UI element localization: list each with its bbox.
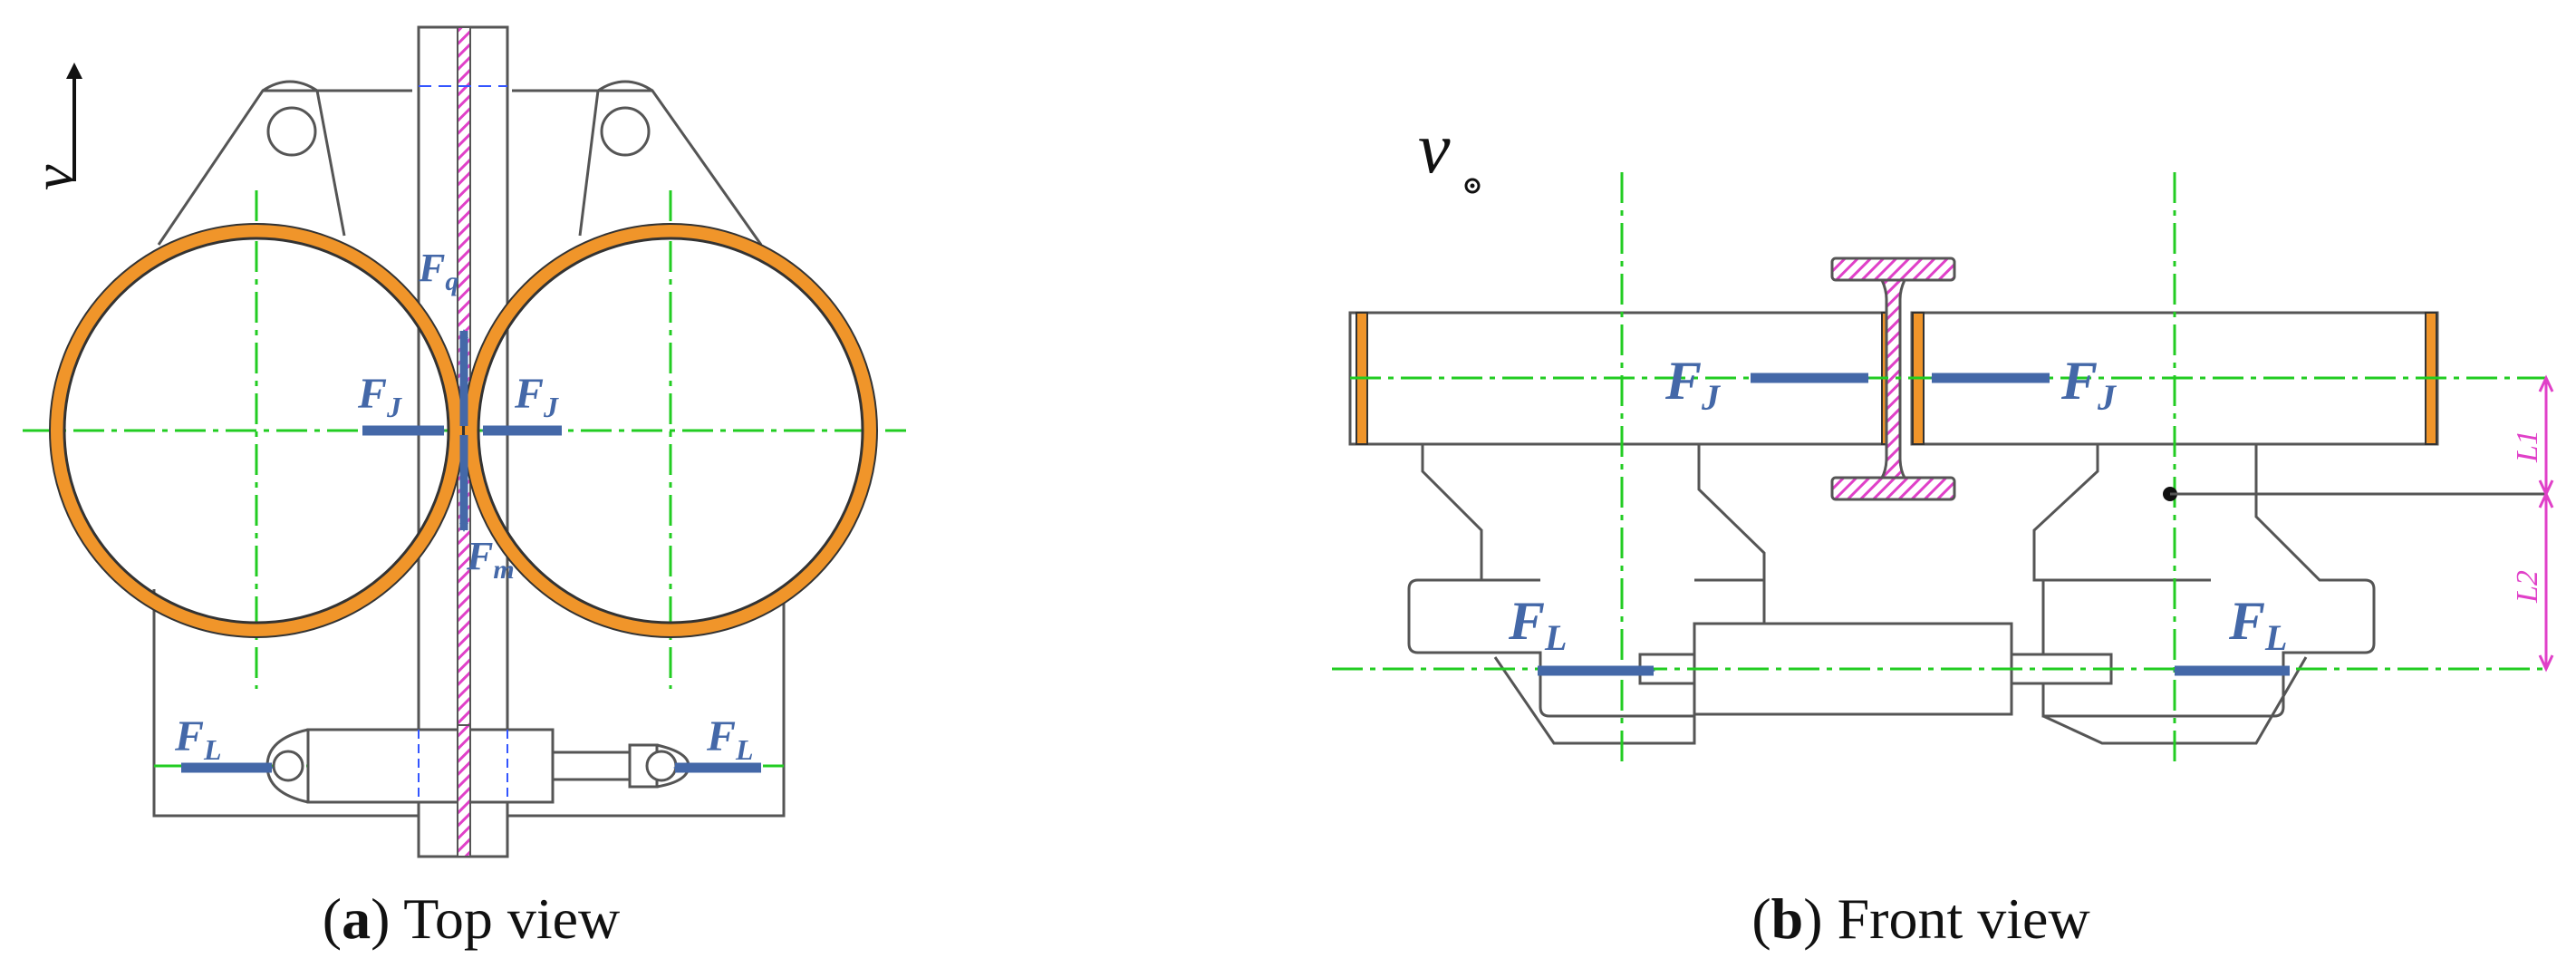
front-view: v: [1332, 109, 2554, 951]
svg-text:Fq: Fq: [418, 246, 458, 296]
svg-text:FJ: FJ: [2060, 351, 2118, 418]
top-right-ear-hole: [600, 106, 651, 157]
top-fj-right-symbol: F: [514, 370, 544, 418]
top-fm-symbol: F: [466, 534, 493, 578]
top-velocity-symbol: v: [21, 164, 85, 190]
front-velocity-symbol: v: [1418, 109, 1451, 189]
front-fj-right-symbol: F: [2060, 351, 2098, 411]
top-fj-left-subscript: J: [386, 391, 402, 423]
svg-text:FL: FL: [1508, 591, 1567, 658]
front-right-body: [2032, 444, 2376, 718]
top-fl-right-subscript: L: [735, 733, 754, 766]
top-force-fj-left: FJ: [357, 370, 446, 436]
front-fj-left-subscript: J: [1701, 377, 1722, 418]
front-force-fj-right: FJ: [1930, 351, 2118, 418]
front-fj-left-symbol: F: [1664, 351, 1702, 411]
top-fl-left-subscript: L: [203, 733, 222, 766]
svg-text:FL: FL: [174, 712, 222, 766]
top-left-pin: [272, 750, 304, 782]
front-fl-right-symbol: F: [2228, 591, 2265, 651]
svg-text:Fm: Fm: [466, 534, 515, 585]
top-fj-left-symbol: F: [357, 370, 387, 418]
top-cylinder-rod: [551, 750, 632, 781]
svg-text:FJ: FJ: [357, 370, 402, 423]
front-rail-section: [1830, 257, 1956, 501]
top-fq-symbol: F: [418, 246, 445, 290]
top-force-fl-right: FL: [673, 712, 761, 773]
top-right-pin: [645, 750, 678, 782]
front-force-fj-left: FJ: [1664, 351, 1870, 418]
front-l2-label: L2: [2511, 570, 2544, 604]
front-dimension-l2: L2: [2511, 490, 2554, 673]
top-left-ear-hole: [266, 106, 317, 157]
front-force-fl-right: FL: [2173, 591, 2290, 676]
top-force-fl-left: FL: [174, 712, 274, 773]
top-force-fm: Fm: [459, 435, 515, 585]
top-fj-right-subscript: J: [543, 391, 559, 423]
front-fl-right-subscript: L: [2264, 617, 2287, 658]
top-force-fq: Fq: [418, 246, 468, 426]
front-view-caption: (b) Front view: [1751, 886, 2089, 951]
top-velocity-indicator: v: [21, 63, 85, 190]
top-fl-left-symbol: F: [174, 712, 204, 760]
top-view: v Fq Fm FJ FJ FL FL (a) Top view: [21, 25, 906, 951]
front-fl-left-symbol: F: [1508, 591, 1545, 651]
svg-text:FJ: FJ: [514, 370, 559, 423]
top-fq-subscript: q: [445, 266, 458, 296]
front-fj-right-subscript: J: [2097, 377, 2118, 418]
front-left-body: [1407, 444, 1766, 718]
top-fl-right-symbol: F: [706, 712, 736, 760]
svg-text:FJ: FJ: [1664, 351, 1722, 418]
top-left-roller: [50, 224, 463, 637]
svg-text:FL: FL: [706, 712, 754, 766]
top-cylinder-body: [306, 728, 555, 804]
top-force-fj-right: FJ: [481, 370, 562, 436]
top-fm-subscript: m: [493, 555, 514, 585]
front-force-fl-left: FL: [1508, 591, 1655, 676]
top-view-caption: (a) Top view: [323, 886, 621, 951]
front-velocity-indicator: v: [1418, 109, 1481, 194]
front-dimension-l1: L1: [2511, 374, 2554, 498]
front-l1-label: L1: [2511, 430, 2544, 463]
svg-text:FL: FL: [2228, 591, 2287, 658]
front-fl-left-subscript: L: [1544, 617, 1567, 658]
top-right-roller: [464, 224, 877, 637]
